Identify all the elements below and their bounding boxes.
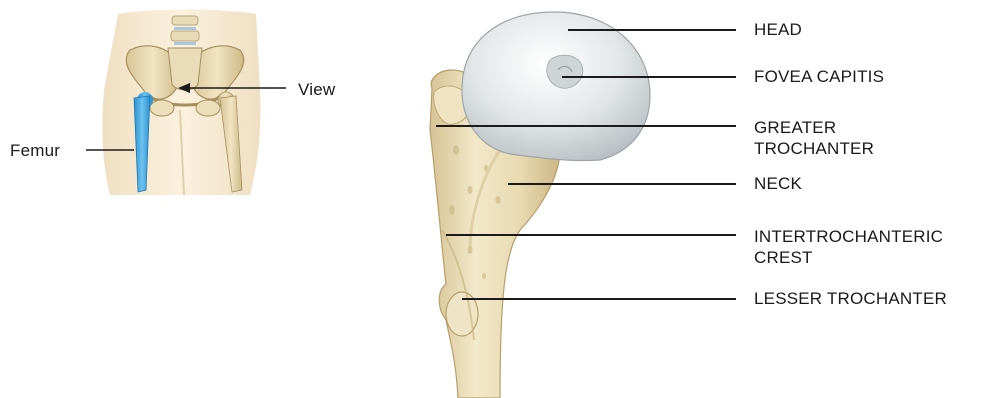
lesser-trochanter-leader-line (462, 298, 736, 300)
neck-label: NECK (754, 173, 802, 194)
greater-trochanter-label: GREATER TROCHANTER (754, 117, 874, 159)
femur-label: Femur (10, 140, 60, 161)
neck-leader-line (508, 183, 736, 185)
intertrochanteric-crest-leader-line (446, 234, 736, 236)
view-label: View (298, 79, 335, 100)
fovea-capitis-label: FOVEA CAPITIS (754, 66, 884, 87)
head-label: HEAD (754, 19, 802, 40)
fovea-capitis-leader-line (562, 76, 736, 78)
greater-trochanter-leader-line (436, 125, 736, 127)
lesser-trochanter-label: LESSER TROCHANTER (754, 288, 947, 309)
intertrochanteric-crest-label: INTERTROCHANTERIC CREST (754, 226, 943, 268)
spine-icon (171, 16, 199, 45)
proximal-femur-illustration (430, 12, 650, 398)
head-leader-line (568, 29, 736, 31)
